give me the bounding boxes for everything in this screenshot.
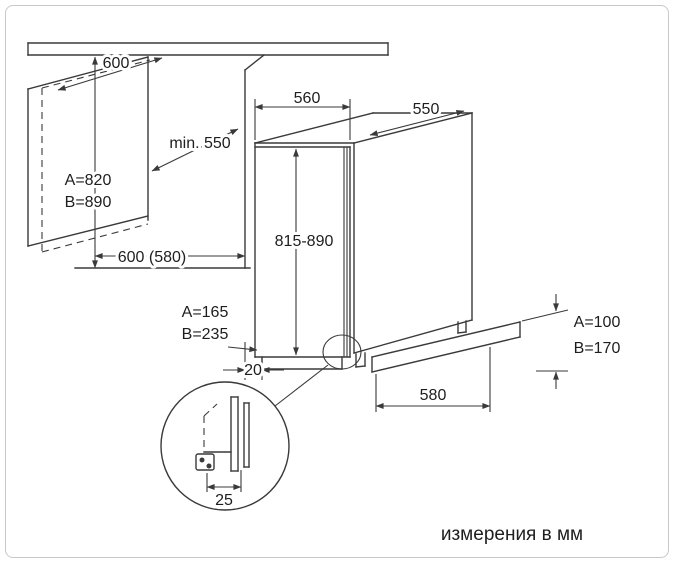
niche-min-depth-label: min. 550 [169,135,230,152]
detail-marker-circle [322,334,362,370]
cabinet-niche [27,54,265,269]
dim-appliance-depth: 550 [369,98,465,136]
detail-zoom-circle [160,381,290,511]
dim-counter-depth: 600 [57,52,163,91]
kickboard-height-b-label: B=170 [574,340,621,357]
niche-height-a-label: A=820 [65,172,112,189]
countertop [27,42,389,56]
dim-detail-offset: 25 [206,470,242,512]
kickboard [371,321,521,373]
kickboard-width-label: 580 [420,387,447,404]
dim-kickboard-width: 580 [375,347,491,412]
dim-floor-depth: 600 (580) [94,246,246,269]
floor-depth-label: 600 (580) [118,249,187,266]
appliance [254,112,473,358]
dim-appliance-height: 815-890 [272,148,336,356]
counter-depth-label: 600 [103,55,130,72]
detail-callout [160,334,362,511]
appliance-height-label: 815-890 [275,233,334,250]
plinth-recess-b-label: B=235 [182,326,229,343]
detail-leader-line [274,364,329,407]
detail-foot-drawing [195,396,250,472]
dim-kickboard-height: A=100 B=170 [521,294,623,389]
dim-niche-depth: min. 550 [151,128,239,172]
units-caption: измерения в мм [441,524,583,545]
appliance-base [261,320,467,370]
dim-front-offset: 20 [223,342,284,382]
dim-appliance-width: 560 [254,87,351,140]
dim-installation-height: A=820 B=890 [62,56,114,269]
niche-height-b-label: B=890 [65,194,112,211]
kickboard-height-a-label: A=100 [574,314,621,331]
dim-plinth-recess: A=165 B=235 [179,301,258,353]
plinth-recess-a-label: A=165 [182,304,229,321]
detail-offset-label: 25 [215,492,233,509]
front-offset-label: 20 [244,362,262,379]
appliance-width-label: 560 [294,90,321,107]
appliance-depth-label: 550 [413,101,440,118]
